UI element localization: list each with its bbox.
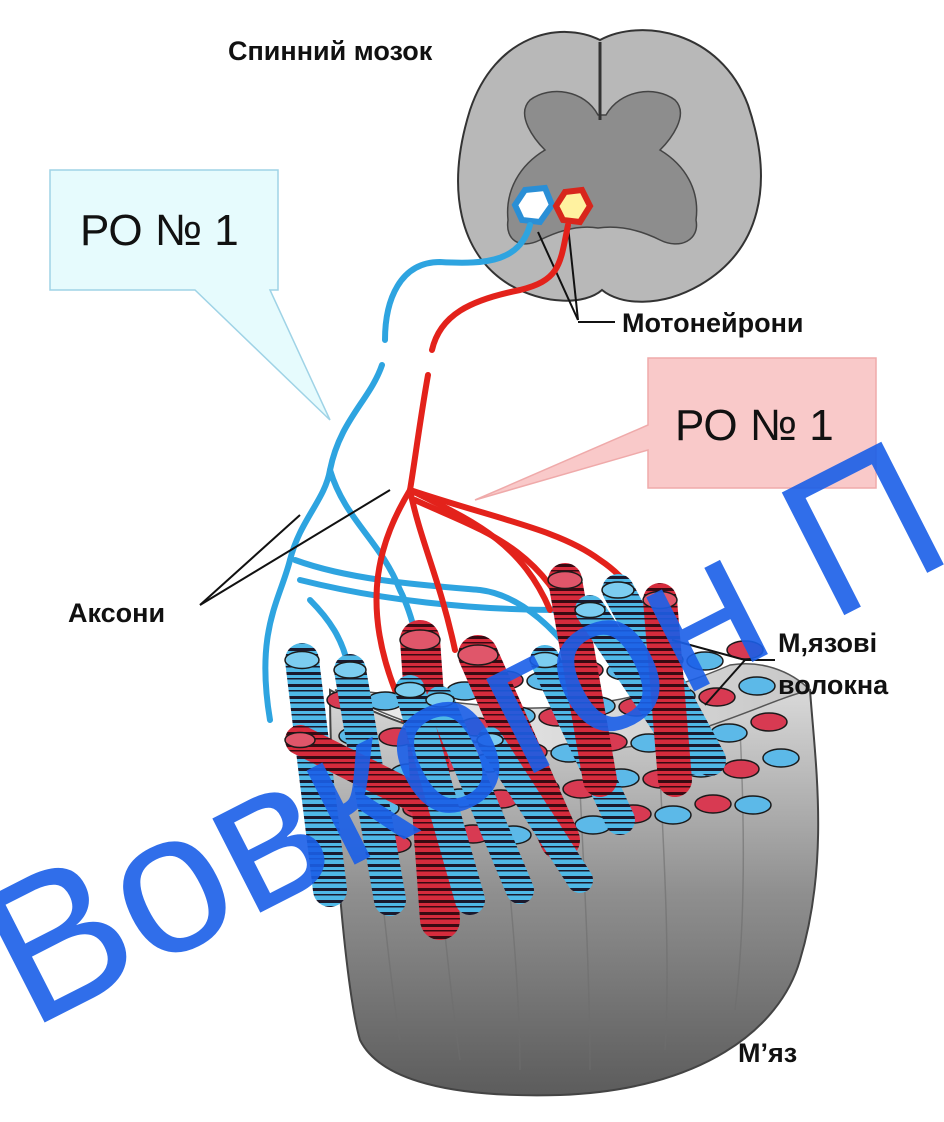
callout-blue: РО № 1 [50,170,330,420]
red-fiber-end [751,713,787,731]
axons-pointer-lines [200,490,390,605]
motoneuron-red [556,190,590,222]
label-axons: Аксони [68,598,165,628]
fiber-cap [285,652,319,669]
blue-fiber-end [655,806,691,824]
motoneuron-blue [515,188,552,222]
label-motoneurons: Мотонейрони [622,308,804,338]
label-spinal-cord: Спинний мозок [228,36,433,66]
callout-blue-text: РО № 1 [80,206,239,255]
blue-fiber-end [735,796,771,814]
red-fiber-end [723,760,759,778]
blue-fiber-end [763,749,799,767]
label-muscle: М’яз [738,1038,797,1068]
red-fiber-end [695,795,731,813]
spinal-cord [458,30,761,302]
